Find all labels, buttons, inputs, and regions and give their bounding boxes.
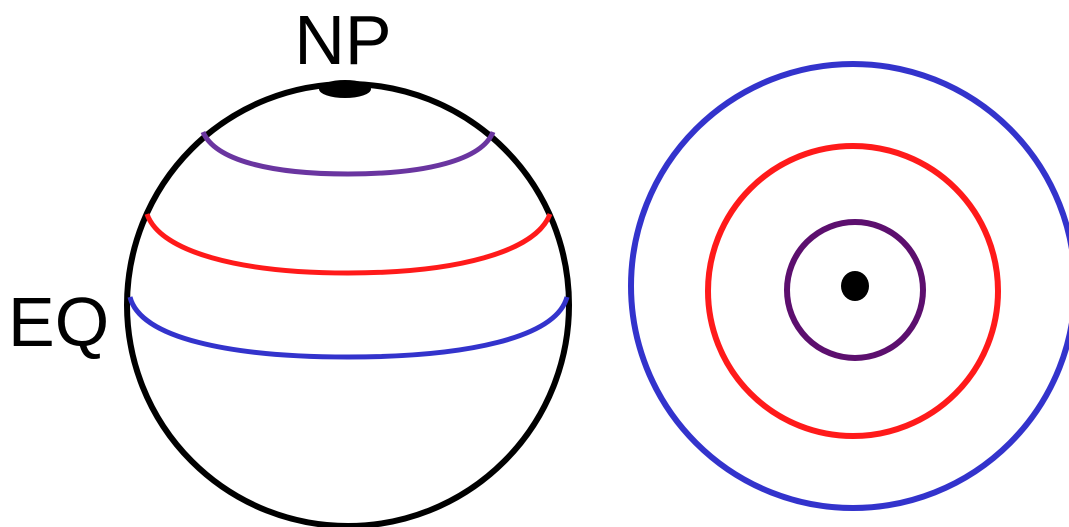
equator-line (127, 296, 570, 360)
mid-latitude-line (144, 213, 553, 276)
north-pole-dot (841, 271, 869, 301)
north-pole-marker (319, 80, 371, 98)
north-pole-label: NP (294, 1, 391, 79)
mid-latitude-ring (705, 143, 1001, 439)
sphere-outline (124, 81, 572, 527)
high-latitude-ring (784, 219, 926, 361)
equator-ring (628, 61, 1069, 511)
sphere-view: NP EQ (8, 1, 572, 527)
polar-projection-view (628, 61, 1069, 511)
high-latitude-line (200, 130, 496, 177)
equator-label: EQ (8, 283, 109, 361)
